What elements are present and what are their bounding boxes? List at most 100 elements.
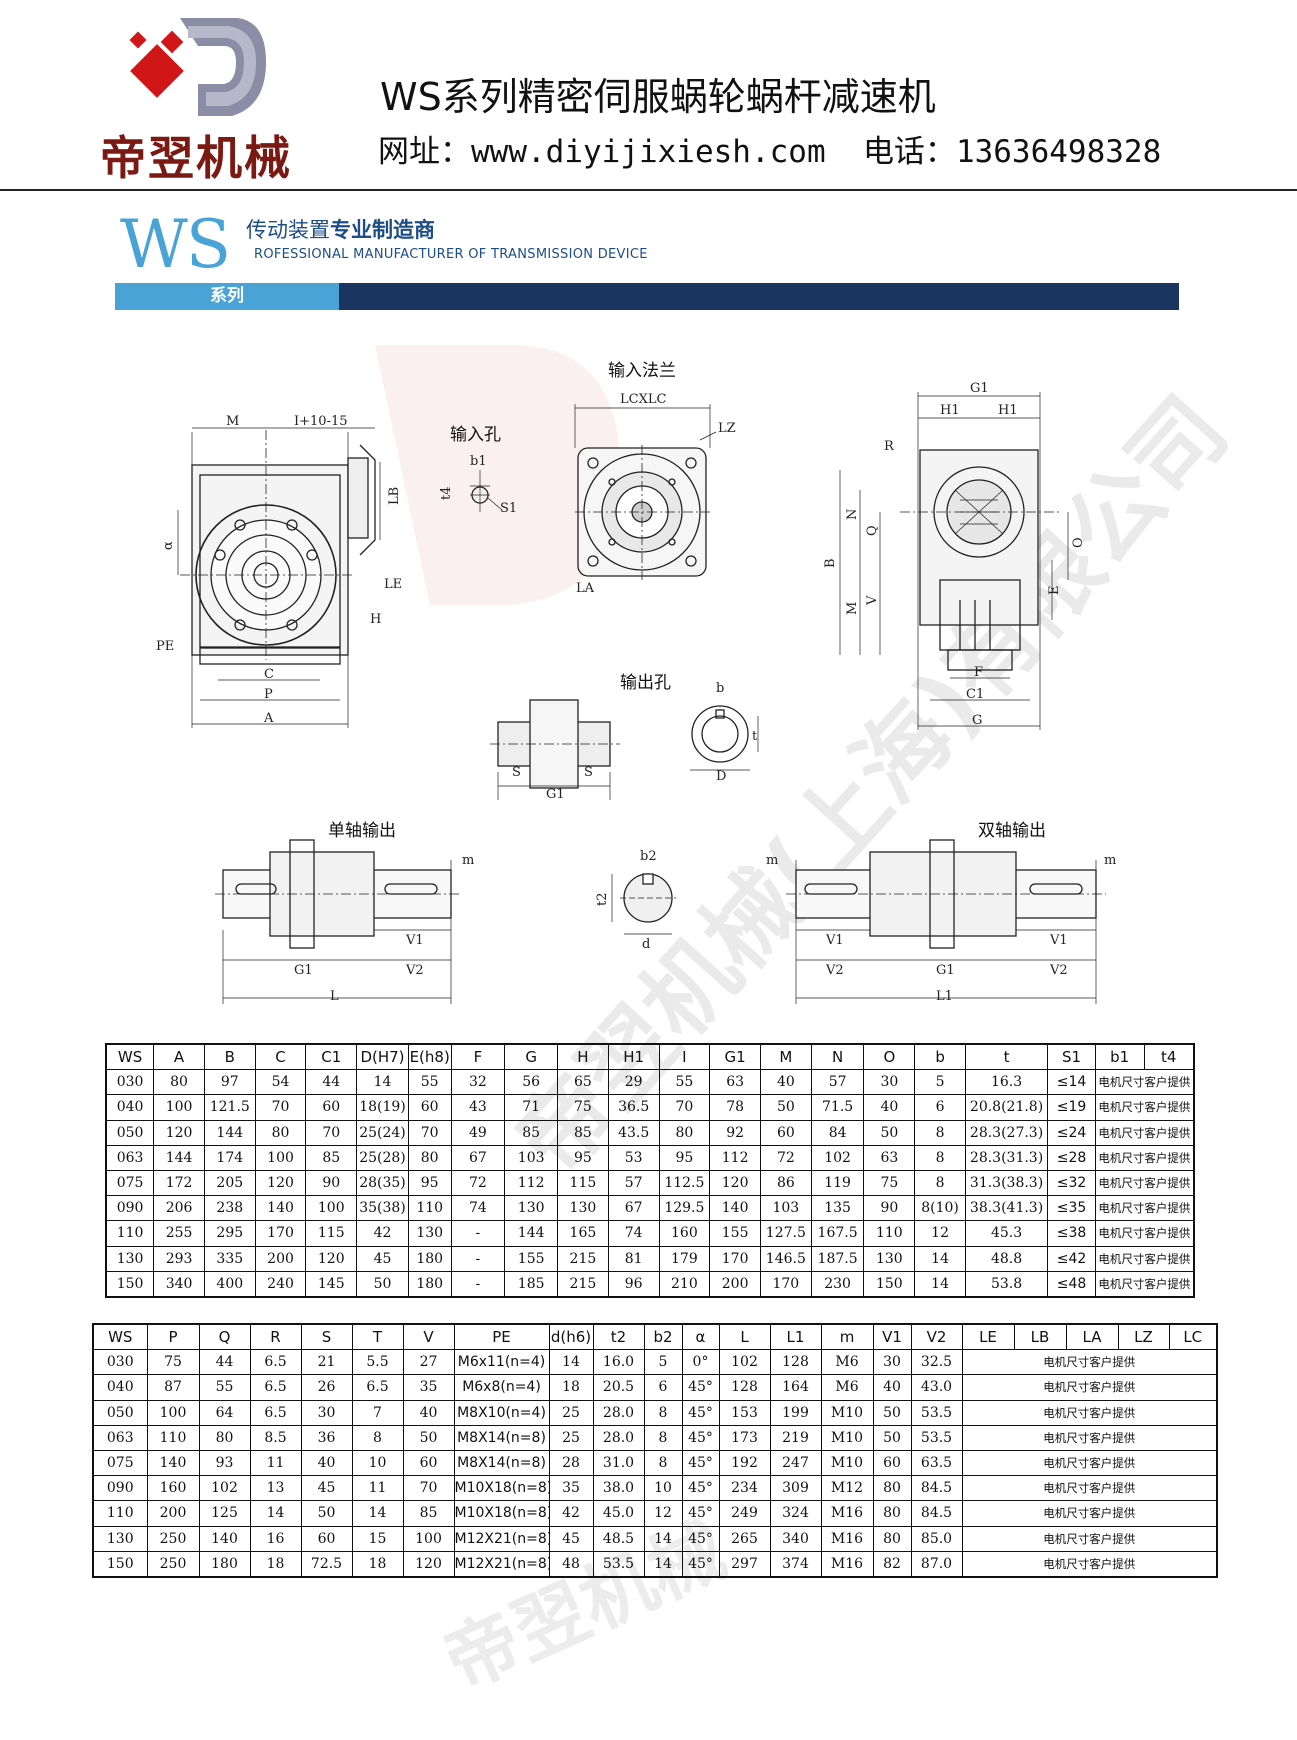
table1-cell: 206 [153, 1195, 205, 1222]
table1-cell: 28.3(31.3) [964, 1144, 1049, 1171]
table1-cell: 95 [658, 1144, 711, 1171]
table2-cell: 20.5 [592, 1374, 645, 1401]
table1-header-cell: H [557, 1043, 609, 1071]
table2-cell: 265 [718, 1525, 771, 1552]
table2-cell: 28.0 [592, 1424, 645, 1451]
table1-cell: 25(28) [356, 1144, 409, 1171]
table2-cell: 60 [872, 1449, 912, 1477]
table2-cell: 80 [198, 1424, 251, 1451]
dim-label-c1: C1 [966, 687, 984, 702]
table2-cell: 247 [769, 1449, 822, 1477]
table1-cell: 50 [759, 1094, 812, 1121]
table1-header-cell: N [810, 1043, 865, 1071]
table2-cell: 14 [548, 1349, 594, 1376]
table1-cell: 18(19) [356, 1094, 409, 1121]
table1-cell: 70 [407, 1119, 452, 1146]
table1-cell: 110 [407, 1195, 452, 1222]
ws-mark: WS [120, 206, 231, 283]
dim-label-la: LA [576, 581, 595, 596]
table1-note-cell: 电机尺寸客户提供 [1094, 1220, 1195, 1247]
table1-cell: 60 [407, 1094, 452, 1121]
table1-cell: 72 [450, 1169, 506, 1197]
table1-cell: 85 [504, 1119, 559, 1146]
table1-header-cell: F [450, 1043, 506, 1071]
table2-note-cell: 电机尺寸客户提供 [961, 1374, 1218, 1401]
table2-cell: 5 [643, 1349, 683, 1376]
table2-cell: 128 [718, 1374, 771, 1401]
table1-cell: 050 [105, 1119, 155, 1146]
dim-label-d-hole: D [716, 769, 726, 784]
table1-cell: 12 [914, 1220, 966, 1247]
table2-cell: 75 [146, 1349, 200, 1376]
table1-header-cell: C1 [305, 1043, 358, 1071]
table2-header-cell: V2 [910, 1323, 963, 1351]
table1-cell: 238 [203, 1195, 256, 1222]
table2-cell: M8X14(n=8) [453, 1449, 550, 1477]
table2-cell: 102 [718, 1349, 771, 1376]
table2-cell: 45° [681, 1525, 720, 1552]
table2-cell: 050 [92, 1399, 148, 1426]
dim-label-e: E [1047, 586, 1062, 596]
table2-cell: 35 [548, 1475, 594, 1502]
table2-note-cell: 电机尺寸客户提供 [961, 1349, 1218, 1376]
dim-label-t-hole: t [752, 729, 758, 744]
table1-cell: 53 [607, 1144, 660, 1171]
table2-cell: 11 [351, 1475, 404, 1502]
table1-cell: 100 [305, 1195, 358, 1222]
table1-cell: 53.8 [964, 1270, 1049, 1298]
input-flange-drawing [574, 404, 717, 580]
dim-label-l: L [330, 989, 339, 1004]
main-view-drawing [177, 427, 381, 728]
table2-cell: 14 [643, 1525, 683, 1552]
dim-label-b2: b2 [640, 849, 657, 864]
table2-cell: 309 [769, 1475, 822, 1502]
table1-header-cell: D(H7) [356, 1043, 409, 1071]
table2-cell: 84.5 [910, 1475, 963, 1502]
table1-cell: 75 [863, 1169, 916, 1197]
table1-cell: ≤42 [1047, 1245, 1096, 1272]
table1-cell: 130 [504, 1195, 559, 1222]
table1-cell: ≤24 [1047, 1119, 1096, 1146]
table2-cell: 53.5 [910, 1399, 963, 1426]
table1-cell: 85 [305, 1144, 358, 1171]
table1-header-cell: G1 [709, 1043, 761, 1071]
table1-cell: 14 [914, 1245, 966, 1272]
header-divider [0, 189, 1297, 191]
table2-cell: M16 [820, 1500, 874, 1527]
table2-cell: 180 [198, 1550, 251, 1578]
dim-label-s1: S1 [500, 501, 517, 516]
table2-cell: 6.5 [249, 1399, 302, 1426]
table1-cell: 144 [153, 1144, 205, 1171]
document-title: WS系列精密伺服蜗轮蜗杆减速机 [380, 75, 936, 119]
table1-cell: 70 [254, 1094, 307, 1121]
table1-cell: 155 [504, 1245, 559, 1272]
table2-cell: 80 [872, 1500, 912, 1527]
table1-cell: 179 [658, 1245, 711, 1272]
contact-line: 网址：www.diyijixiesh.com 电话：13636498328 [378, 126, 1161, 171]
phone-label: 电话： [862, 134, 956, 170]
table1-cell: 144 [504, 1220, 559, 1247]
table2-cell: 45° [681, 1449, 720, 1477]
dim-label-r: R [884, 439, 895, 454]
table2-cell: 110 [146, 1424, 200, 1451]
table2-cell: 15 [351, 1525, 404, 1552]
table1-header-cell: t4 [1143, 1043, 1195, 1071]
table2-cell: 45° [681, 1550, 720, 1578]
phone-number: 13636498328 [955, 134, 1162, 170]
table2-cell: 31.0 [592, 1449, 645, 1477]
table1-cell: 32 [450, 1069, 506, 1096]
table2-cell: 100 [146, 1399, 200, 1426]
table1-cell: ≤38 [1047, 1220, 1096, 1247]
table1-cell: 295 [203, 1220, 256, 1247]
table2-cell: 48 [548, 1550, 594, 1578]
table2-cell: 16 [249, 1525, 302, 1552]
table2-header-cell: PE [453, 1323, 550, 1351]
table1-cell: 150 [105, 1270, 155, 1298]
table2-cell: 6.5 [249, 1374, 302, 1401]
table1-cell: 95 [557, 1144, 609, 1171]
